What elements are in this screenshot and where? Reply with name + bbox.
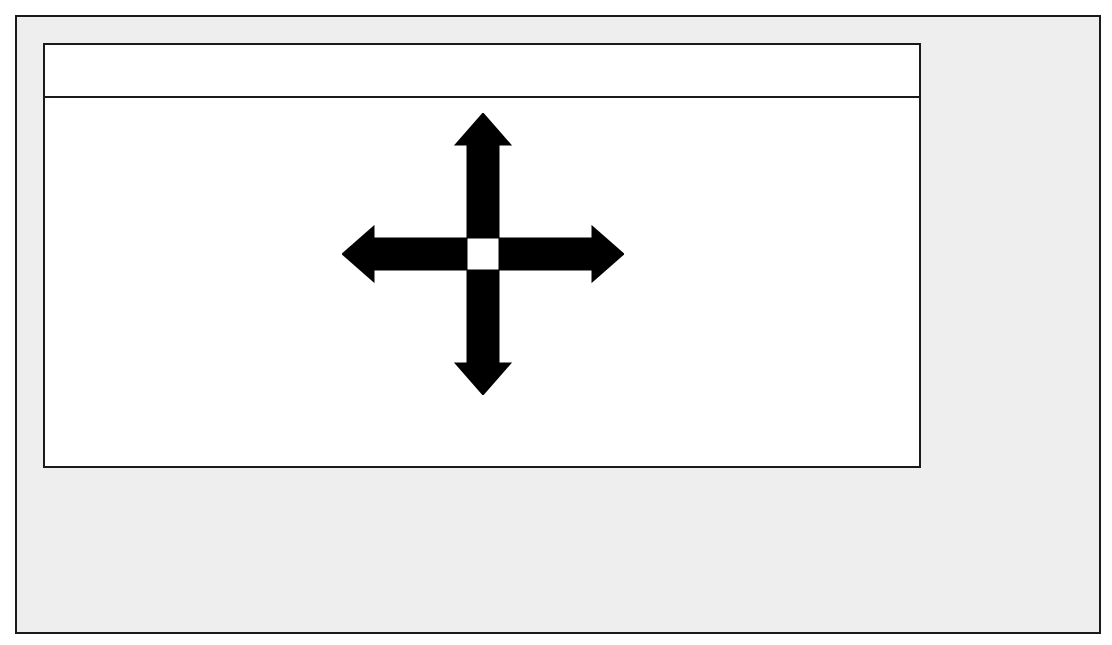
window-content <box>45 98 919 466</box>
arrow-down <box>453 269 513 395</box>
arrow-up <box>453 113 513 239</box>
window-titlebar[interactable] <box>45 45 919 98</box>
cursor-center <box>468 239 498 269</box>
arrow-right <box>498 224 624 284</box>
app-window <box>43 43 921 468</box>
move-cursor-icon <box>342 113 624 395</box>
arrow-left <box>342 224 468 284</box>
desktop <box>15 15 1101 634</box>
